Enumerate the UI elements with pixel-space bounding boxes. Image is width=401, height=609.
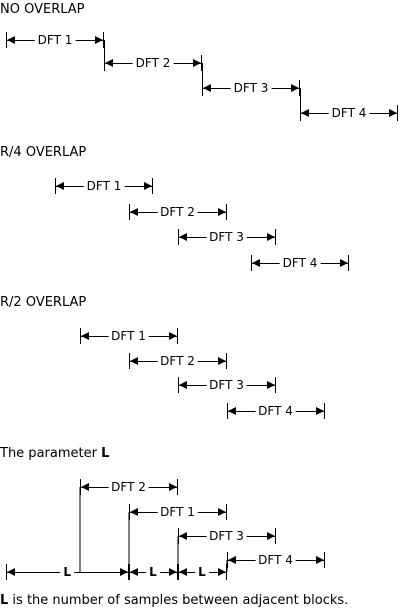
bar-label: DFT 4 (279, 255, 321, 271)
footer-note: L is the number of samples between adjac… (0, 593, 348, 609)
left-arrowhead (178, 381, 187, 389)
right-arrowhead (168, 332, 177, 340)
dft-bar-r4-overlap-2: DFT 2 (128, 204, 227, 220)
dft-bar-parameter-l-4: DFT 4 (226, 552, 325, 568)
bar-label: L (60, 564, 75, 580)
dft-bar-parameter-l-3: DFT 3 (177, 528, 276, 544)
bar-label: DFT 4 (328, 105, 370, 121)
right-arrowhead (266, 532, 275, 540)
right-arrowhead (217, 508, 226, 516)
right-arrowhead (217, 208, 226, 216)
left-arrowhead (301, 109, 309, 117)
bar-label: DFT 1 (83, 178, 125, 194)
bar-label: DFT 2 (157, 204, 198, 220)
dft-bar-r2-overlap-3: DFT 3 (177, 377, 276, 393)
right-arrowhead (217, 357, 226, 365)
left-arrowhead (129, 508, 138, 516)
right-arrowhead (315, 556, 324, 564)
dft-bar-r2-overlap-2: DFT 2 (128, 353, 227, 369)
right-arrowhead (168, 483, 177, 491)
left-arrowhead (227, 407, 236, 415)
right-arrowhead (340, 259, 348, 267)
left-arrowhead (252, 259, 260, 267)
heading-parameter-text: The parameter (0, 446, 102, 461)
bar-label: DFT 3 (230, 80, 272, 96)
dft-bar-no-overlap-1: DFT 1 (6, 32, 104, 48)
dft-bar-r4-overlap-4: DFT 4 (251, 255, 349, 271)
bar-label: L (146, 564, 160, 580)
dft-bar-parameter-l-2: DFT 1 (128, 504, 227, 520)
heading-r2-overlap: R/2 OVERLAP (0, 295, 87, 310)
dft-bar-no-overlap-3: DFT 3 (202, 80, 300, 96)
left-arrowhead (203, 84, 211, 92)
left-arrowhead (105, 59, 113, 67)
left-arrowhead (80, 332, 89, 340)
left-arrowhead (129, 357, 138, 365)
bar-label: DFT 1 (34, 32, 76, 48)
left-arrowhead (129, 568, 138, 576)
left-arrowhead (7, 568, 15, 576)
right-arrowhead (119, 568, 128, 576)
heading-no-overlap: NO OVERLAP (0, 2, 85, 17)
bar-label: DFT 3 (206, 377, 247, 393)
heading-parameter-l: The parameter L (0, 446, 109, 462)
left-arrowhead (129, 208, 138, 216)
bar-label: DFT 2 (108, 479, 149, 495)
left-arrowhead (227, 556, 236, 564)
dft-bar-no-overlap-2: DFT 2 (104, 55, 202, 71)
right-arrowhead (291, 84, 299, 92)
dft-bar-r2-overlap-1: DFT 1 (79, 328, 178, 344)
footer-text: is the number of samples between adjacen… (8, 593, 349, 608)
left-arrowhead (7, 36, 15, 44)
left-arrowhead (56, 182, 64, 190)
right-arrowhead (217, 568, 226, 576)
l-segment-3: L (177, 564, 227, 580)
heading-r4-overlap: R/4 OVERLAP (0, 145, 87, 160)
dft-bar-r4-overlap-3: DFT 3 (177, 229, 276, 245)
right-arrowhead (266, 381, 275, 389)
right-arrowhead (144, 182, 152, 190)
left-arrowhead (178, 532, 187, 540)
bar-label: DFT 3 (206, 229, 247, 245)
dft-bar-no-overlap-4: DFT 4 (300, 105, 398, 121)
right-arrowhead (95, 36, 103, 44)
footer-symbol: L (0, 593, 9, 608)
left-arrowhead (178, 568, 187, 576)
bar-label: DFT 1 (108, 328, 149, 344)
bar-label: DFT 2 (157, 353, 198, 369)
right-arrowhead (168, 568, 177, 576)
right-arrowhead (266, 233, 275, 241)
right-arrowhead (389, 109, 397, 117)
bar-label: DFT 3 (206, 528, 247, 544)
bar-label: L (195, 564, 209, 580)
bar-label: DFT 4 (255, 552, 296, 568)
left-arrowhead (80, 483, 89, 491)
left-arrowhead (178, 233, 187, 241)
l-segment-2: L (128, 564, 178, 580)
right-arrowhead (315, 407, 324, 415)
l-segment-1: L (6, 564, 129, 580)
bar-label: DFT 2 (132, 55, 174, 71)
dft-bar-r2-overlap-4: DFT 4 (226, 403, 325, 419)
heading-parameter-symbol: L (101, 446, 110, 461)
bar-label: DFT 1 (157, 504, 198, 520)
bar-label: DFT 4 (255, 403, 296, 419)
dft-bar-r4-overlap-1: DFT 1 (55, 178, 153, 194)
dft-bar-parameter-l-1: DFT 2 (79, 479, 178, 495)
right-arrowhead (193, 59, 201, 67)
